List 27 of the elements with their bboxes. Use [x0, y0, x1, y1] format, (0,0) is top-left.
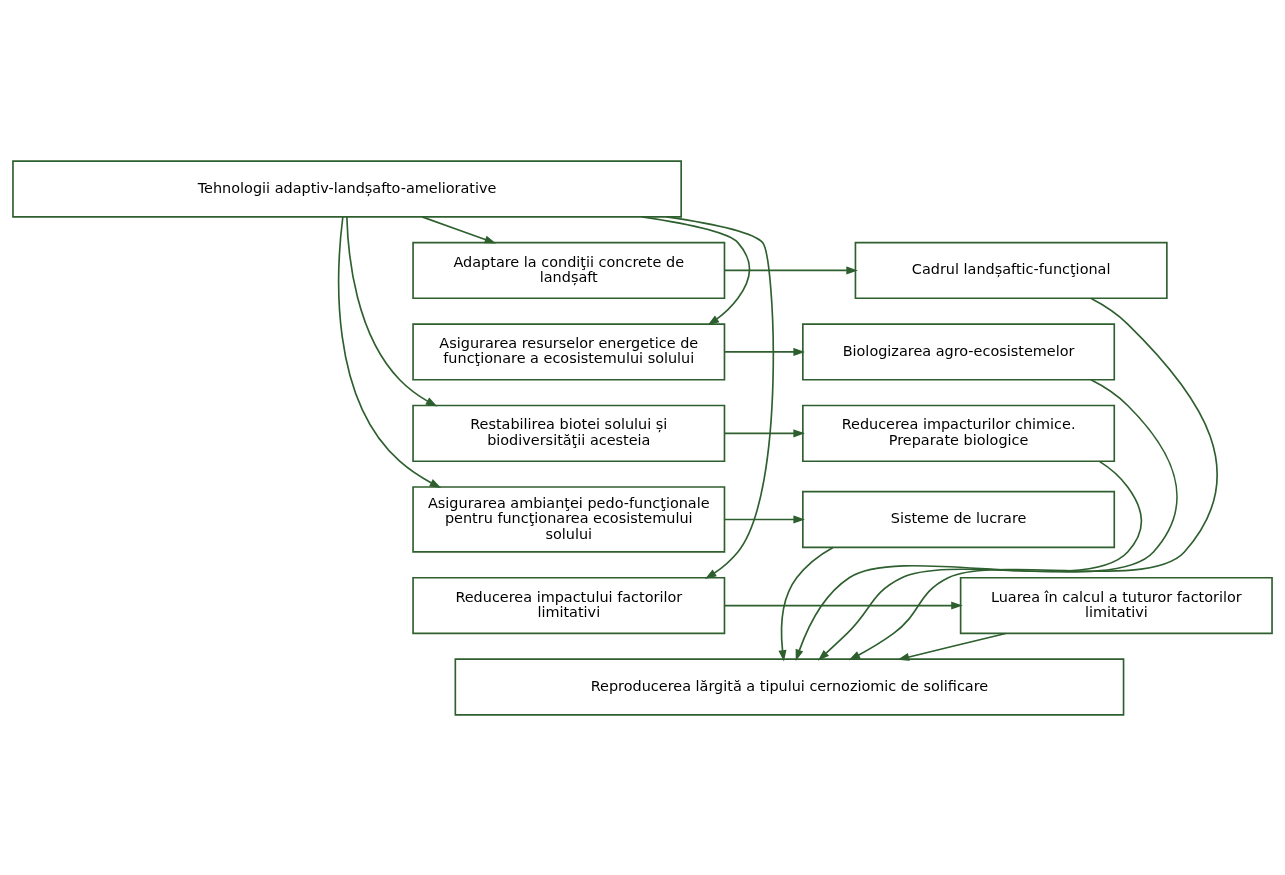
arrow: [817, 378, 1178, 661]
arrow: [724, 347, 805, 356]
node-box: Sisteme de lucrare: [802, 490, 1116, 548]
arrow: [724, 514, 805, 523]
arrow: [778, 546, 834, 662]
node-box: Reducerea impacturilor chimice. Preparate biologice: [802, 404, 1116, 462]
node-box: Asigurarea ambianţei pedo-funcţionale pentru funcţionarea ecosistemului solului: [412, 485, 726, 553]
node-box: Reducerea impactului factorilor limitativi: [412, 576, 726, 634]
arrow: [723, 265, 858, 274]
arrow: [337, 215, 442, 488]
arrow: [897, 632, 1007, 661]
arrow: [795, 460, 1143, 661]
node-box: Restabilirea biotei solului și biodiversităţii acesteia: [412, 404, 726, 462]
node-box: Reproducerea lărgită a tipului cernoziomic de solificare: [454, 657, 1125, 716]
node-box: Tehnologii adaptiv-landșafto-ameliorative: [12, 159, 682, 218]
node-box: Asigurarea resurselor energetice de funcţionare a ecosistemului solului: [412, 322, 726, 381]
arrow: [421, 215, 497, 243]
node-box: Adaptare la condiţii concrete de landșaft: [412, 241, 726, 299]
arrow: [665, 215, 775, 579]
node-box: Luarea în calcul a tuturor factorilor limitativi: [959, 576, 1273, 634]
arrow: [848, 296, 1219, 660]
arrow: [723, 601, 963, 610]
arrow: [641, 215, 751, 325]
node-box: Cadrul landșaftic-funcţional: [854, 241, 1168, 299]
arrow: [724, 428, 805, 437]
arrow: [346, 215, 438, 407]
node-box: Biologizarea agro-ecosistemelor: [802, 322, 1116, 381]
